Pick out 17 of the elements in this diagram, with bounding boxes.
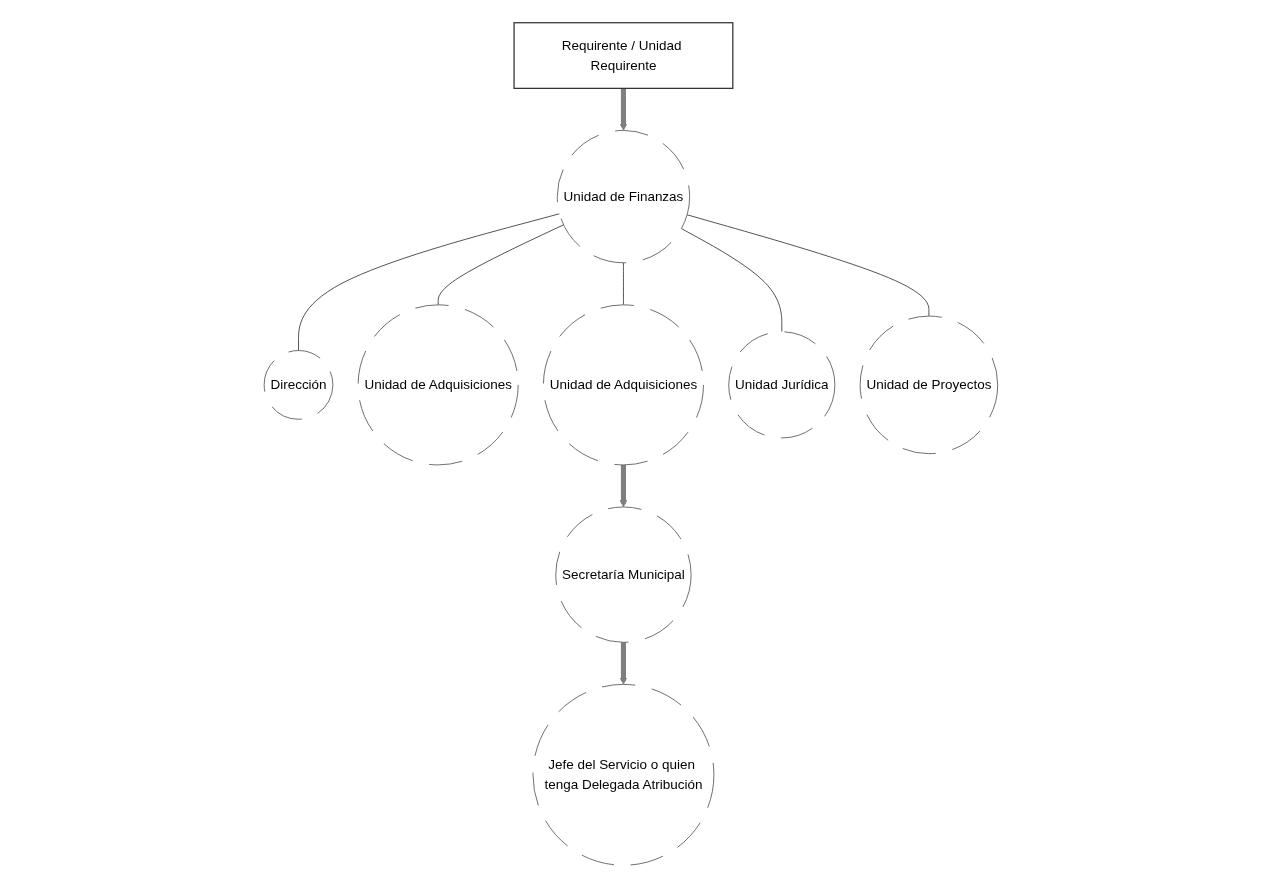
node-box: Requirente / Unidad Requirente (513, 22, 734, 89)
arrow (619, 464, 628, 508)
node-circle: Dirección (263, 350, 334, 420)
node-circle: Secretaría Municipal (555, 506, 692, 643)
node-circle: Unidad de Adquisiciones (357, 304, 519, 466)
node-circle: Jefe del Servicio o quien tenga Delegada Atribución (532, 683, 715, 866)
connector (681, 228, 783, 333)
arrow (619, 88, 628, 131)
node-circle: Unidad Jurídica (728, 331, 836, 439)
node-circle: Unidad de Proyectos (859, 315, 999, 455)
node-circle: Unidad de Finanzas (556, 130, 691, 264)
arrow (619, 642, 628, 685)
node-circle: Unidad de Adquisiciones (543, 304, 704, 466)
connector (623, 262, 624, 306)
connector (686, 214, 930, 317)
connector (298, 213, 560, 351)
connector (437, 224, 565, 306)
